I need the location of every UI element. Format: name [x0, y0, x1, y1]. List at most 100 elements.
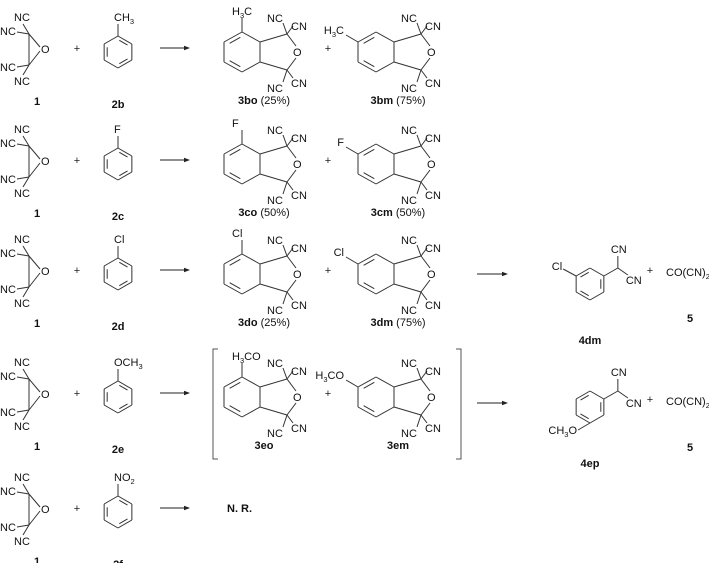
compound-5-carbonyl-cyanide: CO(CN)2	[666, 267, 709, 281]
cn-bond	[16, 286, 30, 290]
cn-bond	[22, 368, 30, 380]
co-bond	[28, 255, 41, 270]
ring-bond	[259, 173, 288, 183]
ring-bond	[375, 61, 395, 73]
ring-bond	[117, 171, 133, 181]
label-2d: 2d	[112, 321, 125, 333]
oxygen-atom: O	[293, 392, 302, 404]
nitrile-group: NC	[0, 26, 16, 38]
nitrile-group: CN	[425, 366, 441, 378]
cn-bond	[22, 483, 30, 495]
ring-bond	[103, 35, 119, 45]
compound-label-text: 3em	[387, 440, 409, 452]
ring-bond	[241, 283, 261, 295]
ring-bond	[117, 147, 133, 157]
ring-double-bond	[119, 280, 128, 287]
substituent-label: H3CO	[232, 351, 261, 365]
nitrile-group: NC	[0, 371, 16, 383]
label-1: 1	[34, 208, 40, 220]
compound-label-text: 3bm (75%)	[370, 95, 425, 107]
plus-sign: +	[74, 155, 80, 167]
substituent-bond	[345, 379, 359, 388]
ring-bond	[286, 402, 297, 416]
ring-bond	[103, 147, 119, 157]
ring-bond	[357, 31, 377, 43]
nitrile-group: NC	[267, 305, 283, 317]
ring-bond	[575, 390, 591, 400]
co-bond	[28, 493, 41, 508]
nitrile-group: NC	[14, 124, 30, 136]
nitrile-group: NC	[14, 12, 30, 24]
compound-label-text: 1	[34, 556, 40, 563]
ring-bond	[117, 35, 133, 45]
cn-bond	[16, 491, 30, 495]
nitrile-group: CN	[611, 244, 627, 256]
formula-co-cn2: CO(CN)2	[666, 396, 709, 410]
ring-bond	[117, 281, 133, 291]
nitrile-group: NC	[14, 76, 30, 88]
cn-bond	[286, 370, 294, 380]
nitrile-group: CN	[291, 366, 307, 378]
cn-bond	[16, 176, 30, 180]
ring-bond	[375, 253, 395, 265]
compound-2d: Cl	[103, 234, 133, 291]
no-reaction: N. R.	[227, 503, 252, 515]
cn-bond	[22, 64, 30, 76]
nitrile-group: NC	[14, 234, 30, 246]
ring-bond	[393, 255, 422, 265]
compound-label-text: 1	[34, 441, 40, 453]
nitrile-group: NC	[267, 428, 283, 440]
ring-double-bond	[119, 384, 128, 391]
ring-bond	[117, 404, 133, 414]
nitrile-group: NC	[267, 195, 283, 207]
ring-bond	[420, 402, 431, 416]
ring-double-bond	[363, 60, 375, 68]
plus-sign: +	[647, 265, 653, 277]
oxygen-atom: O	[427, 269, 436, 281]
nitrile-group: CN	[291, 300, 307, 312]
oxygen-atom: O	[41, 504, 50, 516]
ring-double-bond	[580, 271, 589, 278]
ring-double-bond	[363, 282, 375, 290]
ring-double-bond	[580, 394, 589, 401]
label-1: 1	[34, 96, 40, 108]
co-bond	[28, 33, 41, 48]
compound-label-text: 3dm (75%)	[370, 317, 425, 329]
ring-double-bond	[229, 60, 241, 68]
cn-bond	[22, 23, 30, 35]
cn-bond	[282, 244, 288, 257]
cn-bond	[286, 181, 294, 191]
nitrile-group: CN	[626, 398, 642, 410]
co-bond	[28, 378, 41, 393]
ring-bond	[241, 173, 261, 185]
ring-bond	[589, 414, 605, 424]
ring-bond	[223, 173, 243, 185]
nitrile-group: NC	[401, 195, 417, 207]
ring-bond	[241, 61, 261, 73]
ring-bond	[259, 145, 288, 155]
label-1: 1	[34, 318, 40, 330]
cn-bond	[22, 524, 30, 536]
nitrile-group: NC	[14, 536, 30, 548]
cn-bond	[416, 414, 422, 428]
cn-bond	[420, 291, 428, 301]
plus-sign: +	[325, 43, 331, 55]
ring-bond	[103, 257, 119, 267]
label-4ep: 4ep	[581, 458, 600, 470]
arrow-head	[184, 157, 190, 163]
compound-2e: OCH3	[103, 357, 143, 414]
nitrile-group: NC	[267, 83, 283, 95]
cn-bond	[282, 181, 288, 195]
ring-bond	[286, 255, 297, 269]
ring-bond	[103, 171, 119, 181]
plus-sign: +	[74, 43, 80, 55]
plus-sign: +	[325, 388, 331, 400]
ring-bond	[420, 57, 431, 71]
ring-bond	[393, 145, 422, 155]
ring-bond	[223, 283, 243, 295]
ring-double-bond	[229, 282, 241, 290]
nitrile-group: NC	[401, 13, 417, 25]
ring-bond	[241, 143, 261, 155]
ring-bond	[357, 283, 377, 295]
